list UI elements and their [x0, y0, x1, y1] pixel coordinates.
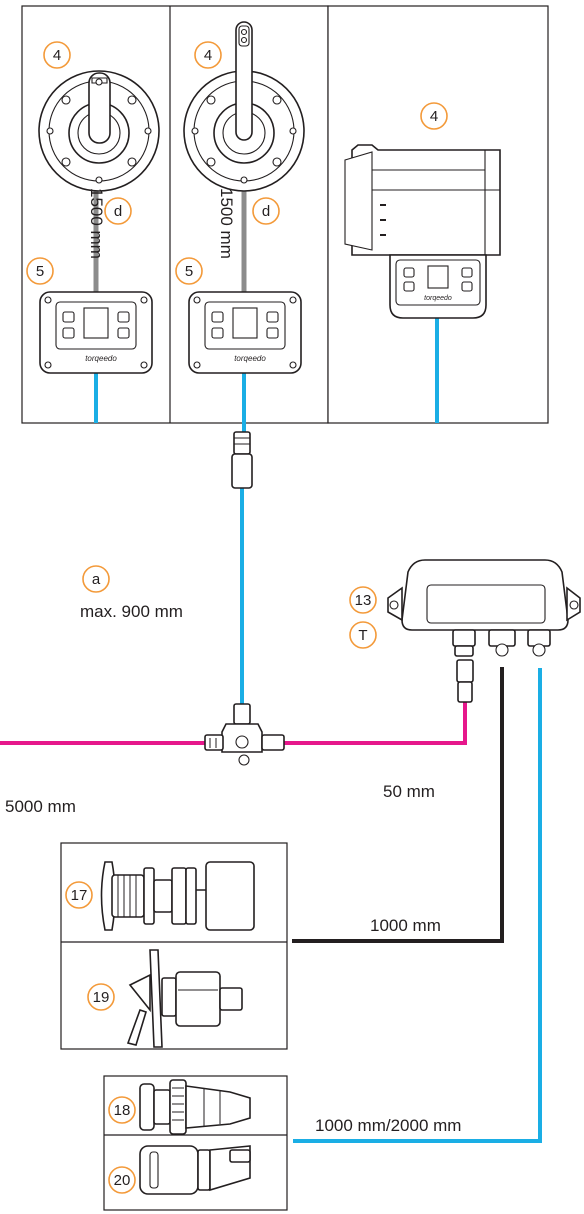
callout-4-left: 4: [43, 41, 71, 69]
display-left: torqeedo: [39, 291, 153, 374]
svg-text:5: 5: [185, 263, 193, 280]
cables: [0, 180, 542, 1164]
svg-text:20: 20: [114, 1172, 131, 1189]
callout-19: 19: [87, 983, 115, 1011]
trunk-plug: [231, 431, 253, 489]
throttle-left: [38, 70, 160, 192]
t-connector: [204, 703, 285, 766]
svg-text:a: a: [92, 571, 101, 588]
callout-a: a: [82, 565, 110, 593]
black-cable: [292, 667, 504, 943]
svg-text:4: 4: [204, 47, 212, 64]
svg-text:4: 4: [53, 47, 61, 64]
brand-text-display-left: torqeedo: [85, 354, 117, 363]
throttle-sidemount: torqeedo: [344, 144, 501, 319]
text-labels: 1500 mm 1500 mm max. 900 mm 5000 mm 50 m…: [5, 188, 461, 1135]
callout-13: 13: [349, 586, 377, 614]
brand-text-display-middle: torqeedo: [234, 354, 266, 363]
key-switch-19: [126, 949, 243, 1048]
throttle-middle: [183, 21, 305, 192]
callout-20: 20: [108, 1166, 136, 1194]
display-middle: torqeedo: [188, 291, 302, 374]
svg-text:T: T: [358, 627, 367, 644]
emergency-stop-17: [100, 861, 255, 931]
svg-text:d: d: [262, 203, 270, 220]
brand-text-sidemount: torqeedo: [424, 295, 452, 302]
length-5000-label: 5000 mm: [5, 797, 76, 816]
svg-text:19: 19: [93, 989, 110, 1006]
gateway-device: [387, 559, 581, 703]
callout-5-left: 5: [26, 257, 54, 285]
cable-length-1500-left: 1500 mm: [87, 188, 106, 259]
max-length-label: max. 900 mm: [80, 602, 183, 621]
svg-text:5: 5: [36, 263, 44, 280]
blue-cable-accessory: [293, 668, 542, 1143]
callout-T: T: [349, 621, 377, 649]
length-1000-label: 1000 mm: [370, 916, 441, 935]
pink-cable-right: [283, 702, 467, 745]
connector-18: [139, 1079, 251, 1135]
callout-d-left: d: [104, 197, 132, 225]
callout-d-middle: d: [252, 197, 280, 225]
callout-5-middle: 5: [175, 257, 203, 285]
callout-4-middle: 4: [194, 41, 222, 69]
svg-text:18: 18: [114, 1102, 131, 1119]
callout-18: 18: [108, 1096, 136, 1124]
cable-length-1500-middle: 1500 mm: [217, 188, 236, 259]
callout-4-right: 4: [420, 102, 448, 130]
svg-text:17: 17: [71, 887, 88, 904]
callout-17: 17: [65, 881, 93, 909]
plug-20: [139, 1145, 251, 1195]
svg-text:4: 4: [430, 108, 438, 125]
length-50-label: 50 mm: [383, 782, 435, 801]
length-1000-2000-label: 1000 mm/2000 mm: [315, 1116, 461, 1135]
callouts: 4 4 4 d d 5 5 a: [26, 41, 448, 1194]
svg-text:d: d: [114, 203, 122, 220]
svg-text:13: 13: [355, 592, 372, 609]
